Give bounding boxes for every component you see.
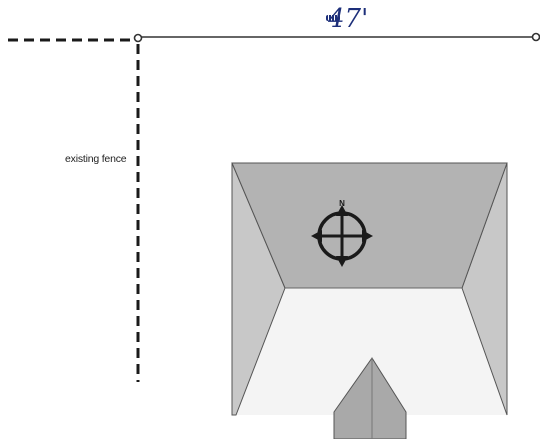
scribble-mark <box>326 15 340 21</box>
corner-post-icon <box>133 33 143 43</box>
existing-fence-label: existing fence <box>63 153 129 165</box>
north-compass-icon: N <box>311 199 373 267</box>
front-gable <box>333 357 407 439</box>
house-roof-plan <box>231 162 508 439</box>
end-post-icon <box>531 32 540 42</box>
north-label: N <box>339 199 345 208</box>
dimension-label: 47' <box>328 4 369 34</box>
